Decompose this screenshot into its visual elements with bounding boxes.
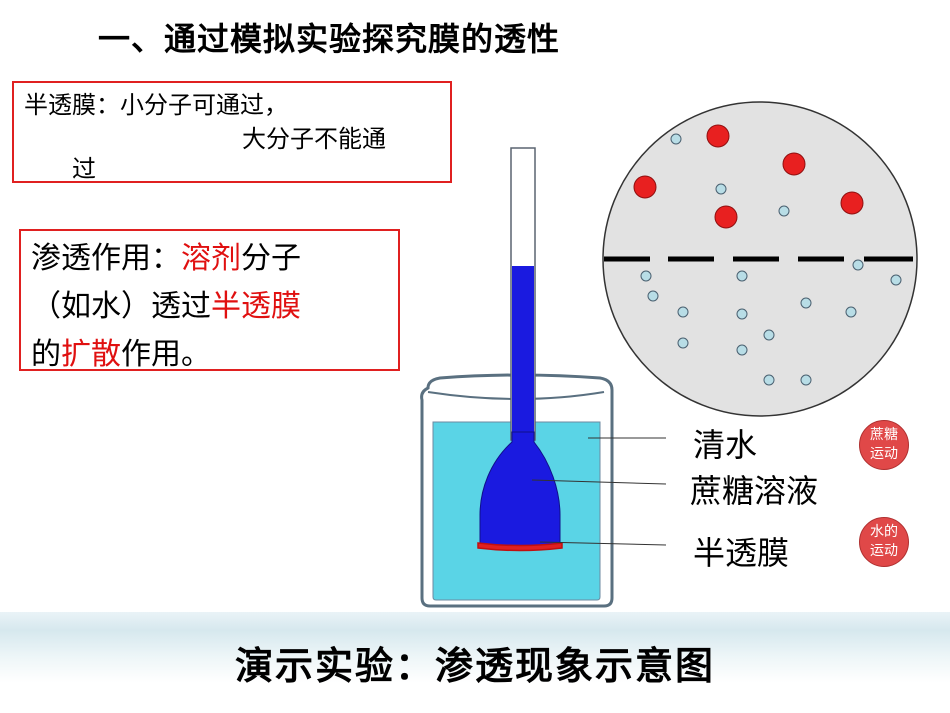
- water-molecule: [800, 374, 812, 386]
- definition-line-3: 过: [72, 155, 96, 183]
- bottom-band: [0, 612, 950, 713]
- beaker-glass: [420, 373, 614, 608]
- definition-line-1: 半透膜：小分子可通过，: [24, 91, 288, 119]
- water-molecule: [845, 306, 857, 318]
- water-molecule: [647, 290, 659, 302]
- sucrose-motion-line-2: 运动: [870, 446, 898, 462]
- sucrose-molecules: [633, 124, 864, 229]
- sucrose-molecule: [706, 124, 730, 148]
- sucrose-molecule: [840, 191, 864, 215]
- water-molecule: [736, 270, 748, 282]
- sucrose-motion-button[interactable]: 蔗糖 运动: [859, 420, 909, 470]
- osmosis-definition-box: 渗透作用：溶剂分子 （如水）透过半透膜 的扩散作用。: [19, 229, 400, 372]
- osmosis-keyword-diffusion: 扩散: [61, 337, 121, 372]
- water-molecule: [677, 337, 689, 349]
- water-molecule: [763, 374, 775, 386]
- osmosis-keyword-solvent: 溶剂: [181, 241, 241, 276]
- water-molecule: [852, 259, 864, 271]
- semipermeable-membrane: [477, 542, 563, 552]
- osmosis-text-1: 渗透作用：: [31, 241, 181, 276]
- label-sucrose-solution: 蔗糖溶液: [690, 472, 819, 510]
- membrane-leader-line: [539, 541, 667, 546]
- osmosis-text-2: 分子: [241, 241, 301, 276]
- water-motion-line-2: 运动: [870, 543, 898, 559]
- osmosis-text-3: （如水）透过: [31, 289, 211, 324]
- water-motion-line-1: 水的: [870, 524, 898, 540]
- sucrose-molecule: [782, 152, 806, 176]
- sucrose-motion-line-1: 蔗糖: [870, 427, 898, 443]
- sucrose-leader-line: [531, 479, 667, 485]
- water-molecule: [778, 205, 790, 217]
- water-molecule: [677, 306, 689, 318]
- water-molecule: [763, 329, 775, 341]
- osmosis-text-5: 作用。: [121, 337, 211, 372]
- water-motion-button[interactable]: 水的 运动: [859, 517, 909, 567]
- water-molecule: [736, 308, 748, 320]
- osmosis-text-4: 的: [31, 337, 61, 372]
- sucrose-molecule: [714, 205, 738, 229]
- definition-line-2: 大分子不能通: [242, 125, 386, 153]
- semipermeable-definition-box: 半透膜：小分子可通过， 大分子不能通 过: [12, 81, 452, 183]
- water-molecule: [670, 133, 682, 145]
- water-molecule: [890, 274, 902, 286]
- osmosis-keyword-membrane: 半透膜: [211, 289, 301, 324]
- tube-solution: [512, 266, 534, 440]
- page-title: 一、通过模拟实验探究膜的透性: [98, 20, 561, 58]
- label-membrane: 半透膜: [693, 534, 790, 572]
- water-molecule: [640, 270, 652, 282]
- sucrose-molecule: [633, 175, 657, 199]
- water-molecule: [715, 183, 727, 195]
- diagram-caption: 演示实验：渗透现象示意图: [234, 644, 715, 688]
- label-water: 清水: [693, 426, 758, 464]
- water-molecule: [800, 297, 812, 309]
- water-molecule: [736, 344, 748, 356]
- water-molecules: [640, 133, 902, 386]
